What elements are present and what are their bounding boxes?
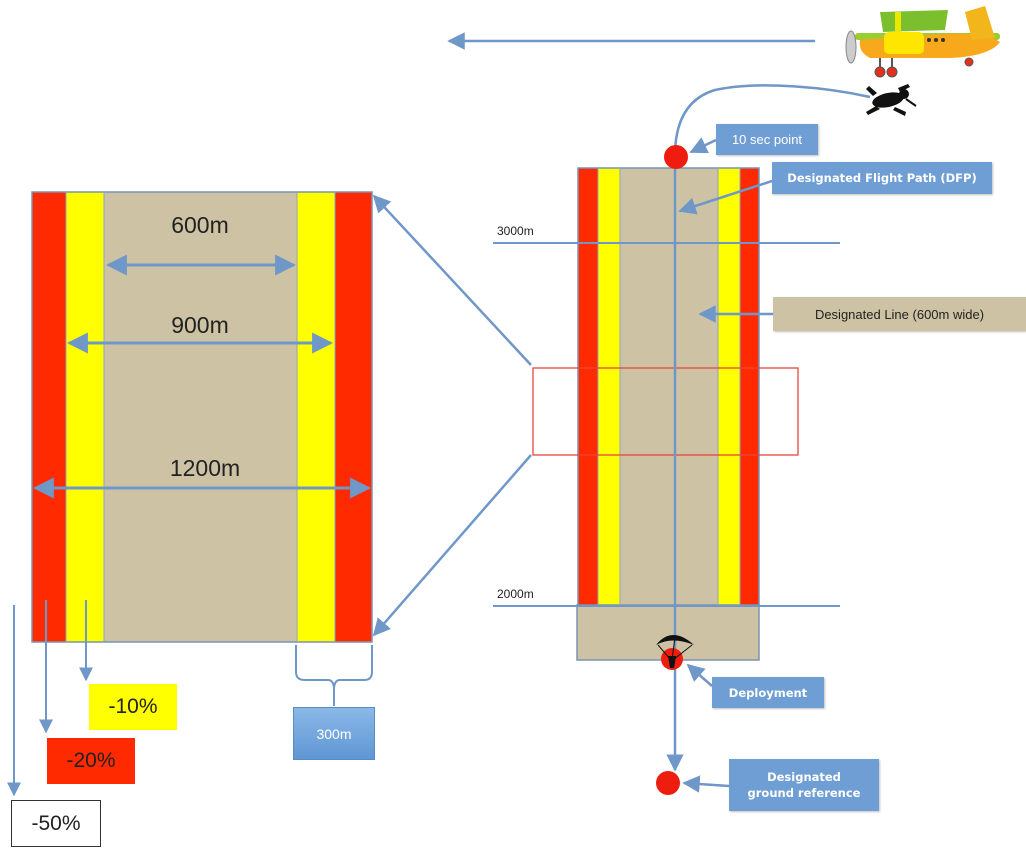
- ten-sec-point-marker: [664, 145, 688, 169]
- band-width-label: 300m: [293, 707, 375, 760]
- strip-yellow-band-left: [598, 168, 620, 605]
- strip-yellow-band-right: [718, 168, 740, 605]
- zoom-outline: [31, 191, 373, 643]
- zoom-red-band-left: [32, 192, 66, 642]
- airplane-icon: [845, 6, 1000, 78]
- band-width-brace: [295, 645, 373, 706]
- skydiver-icon: [866, 84, 917, 116]
- pointer-ground-reference: [682, 775, 730, 793]
- deployment-callout: Deployment: [712, 677, 824, 708]
- overview-strip: [493, 167, 840, 661]
- width-600-label: 600m: [171, 212, 229, 238]
- zoom-red-band-right: [335, 192, 372, 642]
- zoom-selection-box: [532, 367, 799, 456]
- pointer-deployment: [686, 663, 713, 687]
- flight-path-callout: Designated Flight Path (DFP): [772, 162, 992, 194]
- exit-path: [673, 84, 871, 153]
- altitude-label-2000: 2000m: [497, 587, 534, 601]
- pointer-flight-path: [678, 179, 773, 215]
- ten-sec-point-callout: 10 sec point: [716, 124, 818, 155]
- zoom-yellow-band-left: [66, 192, 104, 642]
- penalty-red-badge: -20%: [47, 738, 135, 784]
- zoom-connector-top: [372, 194, 532, 366]
- zoom-line-area: [104, 192, 297, 642]
- parachute-icon: [656, 635, 694, 668]
- ground-reference-label-line1: Designated: [767, 770, 841, 784]
- penalty-outside-badge: -50%: [11, 800, 101, 847]
- zoom-connector-bottom: [372, 454, 532, 637]
- strip-red-band-left: [578, 168, 598, 605]
- zoomed-line-view: [7, 191, 373, 797]
- ground-reference-marker: [656, 771, 680, 795]
- ground-reference-callout: Designated ground reference: [729, 759, 879, 811]
- width-900-label: 900m: [171, 312, 229, 338]
- strip-red-band-right: [740, 168, 759, 605]
- altitude-label-3000: 3000m: [497, 224, 534, 238]
- pointer-ten-sec: [689, 137, 717, 154]
- zoom-yellow-band-right: [297, 192, 335, 642]
- strip-line-area: [620, 168, 718, 605]
- width-1200-label: 1200m: [169, 455, 241, 481]
- ground-reference-label-line2: ground reference: [747, 786, 861, 800]
- penalty-yellow-badge: -10%: [89, 684, 177, 730]
- designated-line-callout: Designated Line (600m wide): [773, 297, 1026, 331]
